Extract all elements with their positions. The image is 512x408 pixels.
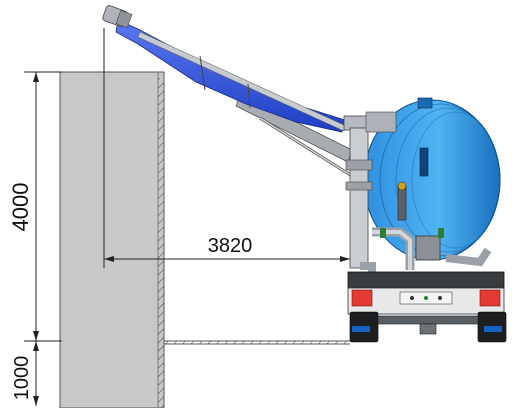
- right-plate: [484, 326, 502, 332]
- ground-line: [164, 340, 350, 345]
- right-tail-light: [479, 289, 501, 307]
- mast: [343, 111, 397, 269]
- dimension-height: 4000: [8, 71, 62, 342]
- wall: [59, 71, 165, 408]
- dimension-reach: 3820: [103, 28, 350, 268]
- left-tail-light: [351, 289, 373, 307]
- left-plate: [352, 326, 370, 332]
- chassis: [347, 271, 507, 343]
- ground-offset-label: 1000: [11, 356, 33, 401]
- boom-arm: [102, 5, 353, 178]
- reach-label: 3820: [208, 235, 253, 257]
- height-label: 4000: [8, 183, 33, 232]
- dimension-ground: 1000: [11, 341, 39, 406]
